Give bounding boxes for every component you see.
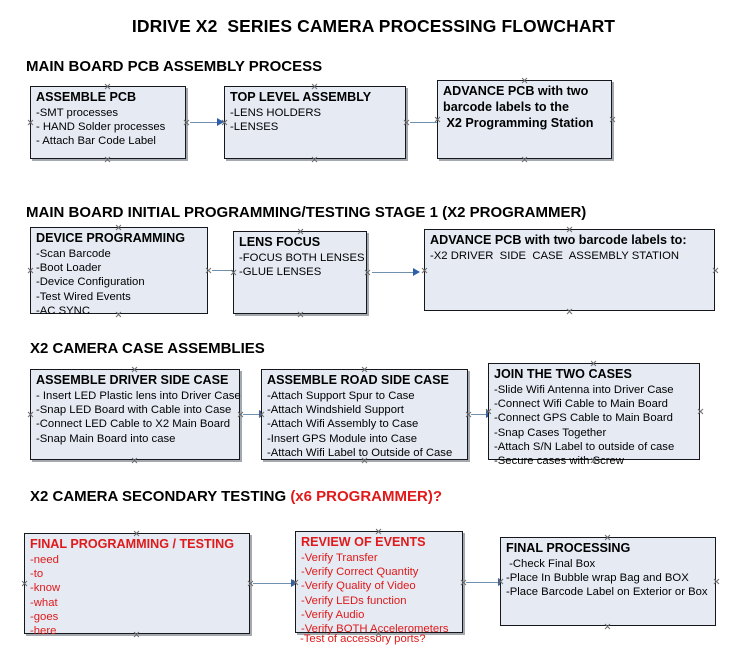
box-line: -know — [30, 582, 61, 595]
box-assemble-pcb[interactable]: ASSEMBLE PCB -SMT processes - HAND Solde… — [30, 86, 186, 159]
box-line: -X2 DRIVER SIDE CASE ASSEMBLY STATION — [430, 250, 680, 262]
box-line: -Verify Transfer — [301, 552, 378, 564]
box-line: -Device Configuration — [36, 276, 145, 289]
box-line: - HAND Solder processes — [36, 121, 166, 134]
box-review-of-events-overflow-line: -Test of accessory ports? — [300, 633, 426, 645]
arrow-assemble-pcb-to-top-level — [190, 118, 224, 127]
box-title: ASSEMBLE PCB — [36, 90, 137, 104]
box-line: -Attach Windshield Support — [267, 404, 404, 417]
box-line: -Attach S/N Label to outside of case — [494, 440, 675, 453]
box-line: -Attach Support Spur to Case — [267, 390, 415, 402]
box-title: LENS FOCUS — [239, 235, 321, 249]
box-top-level-assembly[interactable]: TOP LEVEL ASSEMBLY -LENS HOLDERS -LENSES — [224, 86, 406, 159]
box-line: -Place Barcode Label on Exterior or Box — [506, 586, 708, 599]
section-header-4-accent: (x6 PROGRAMMER)? — [290, 488, 442, 505]
box-title: REVIEW OF EVENTS — [301, 535, 426, 549]
arrow-lens-focus-to-advance-pcb — [372, 268, 422, 277]
box-line: -Scan Barcode — [36, 248, 111, 260]
section-header-4: X2 CAMERA SECONDARY TESTING (x6 PROGRAMM… — [30, 488, 442, 505]
box-title: DEVICE PROGRAMMING — [36, 231, 186, 245]
box-line: -AC SYNC — [36, 304, 90, 317]
box-line: -to — [30, 568, 44, 581]
box-line: -Attach Wifi Assembly to Case — [267, 418, 419, 431]
box-line: -Test Wired Events — [36, 290, 131, 303]
box-title: JOIN THE TWO CASES — [494, 367, 632, 381]
box-line: -Check Final Box — [506, 558, 596, 570]
box-line: - Attach Bar Code Label — [36, 135, 156, 148]
box-device-programming[interactable]: DEVICE PROGRAMMING -Scan Barcode -Boot L… — [30, 227, 208, 317]
box-line: -Verify LEDs function — [301, 594, 407, 607]
box-line: -Connect LED Cable to X2 Main Board — [36, 418, 231, 431]
box-line: -Snap Cases Together — [494, 426, 607, 439]
section-header-3-text: X2 CAMERA CASE ASSEMBLIES — [30, 340, 265, 357]
box-line: -Slide Wifi Antenna into Driver Case — [494, 384, 674, 396]
section-header-2: MAIN BOARD INITIAL PROGRAMMING/TESTING S… — [26, 204, 586, 221]
box-advance-pcb-driver-side-station[interactable]: ADVANCE PCB with two barcode labels to: … — [424, 229, 715, 311]
box-line: -Place In Bubble wrap Bag and BOX — [506, 572, 689, 585]
box-line: -GLUE LENSES — [239, 266, 322, 279]
box-title: ASSEMBLE DRIVER SIDE CASE — [36, 373, 229, 387]
box-title: FINAL PROGRAMMING / TESTING — [30, 537, 235, 551]
box-assemble-driver-side-case[interactable]: ASSEMBLE DRIVER SIDE CASE - Insert LED P… — [30, 369, 241, 460]
box-line: -Secure cases with Screw — [494, 455, 624, 468]
box-title: ADVANCE PCB with two — [443, 84, 589, 98]
box-title: TOP LEVEL ASSEMBLY — [230, 90, 372, 104]
box-line: -Attach Wifi Label to Outside of Case — [267, 446, 453, 459]
box-line: -Insert GPS Module into Case — [267, 432, 418, 445]
box-line: -what — [30, 596, 58, 609]
box-line: -Verify BOTH Accelerometers — [301, 623, 449, 636]
box-assemble-road-side-case[interactable]: ASSEMBLE ROAD SIDE CASE -Attach Support … — [261, 369, 468, 460]
arrow-final-programming-to-review-events — [253, 579, 299, 588]
box-join-the-two-cases[interactable]: JOIN THE TWO CASES -Slide Wifi Antenna i… — [488, 363, 700, 467]
section-header-2-text: MAIN BOARD INITIAL PROGRAMMING/TESTING S… — [26, 204, 587, 221]
box-line: -Snap LED Board with Cable into Case — [36, 404, 232, 417]
box-line: X2 Programming Station — [443, 116, 594, 130]
box-title: FINAL PROCESSING — [506, 541, 631, 555]
box-line: -SMT processes — [36, 107, 119, 119]
box-line: - Insert LED Plastic lens into Driver Ca… — [36, 390, 241, 402]
box-line: -Verify Quality of Video — [301, 580, 416, 593]
section-header-4-text: X2 CAMERA SECONDARY TESTING — [30, 488, 291, 505]
box-final-programming-testing[interactable]: FINAL PROGRAMMING / TESTING -need -to -k… — [24, 533, 250, 637]
box-line: -Snap Main Board into case — [36, 432, 176, 445]
box-line: -LENS HOLDERS — [230, 107, 322, 119]
box-line: -Verify Audio — [301, 608, 365, 621]
box-line: -Verify Correct Quantity — [301, 566, 419, 579]
box-line: -Connect GPS Cable to Main Board — [494, 412, 673, 425]
box-title: ADVANCE PCB with two barcode labels to: — [430, 233, 687, 247]
box-line: -need — [30, 554, 59, 566]
box-line: -here — [30, 625, 57, 638]
box-line: barcode labels to the — [443, 100, 569, 114]
section-header-3: X2 CAMERA CASE ASSEMBLIES — [30, 340, 265, 357]
section-header-1: MAIN BOARD PCB ASSEMBLY PROCESS — [26, 58, 322, 75]
box-lens-focus[interactable]: LENS FOCUS -FOCUS BOTH LENSES -GLUE LENS… — [233, 231, 367, 314]
box-line: -Connect Wifi Cable to Main Board — [494, 398, 668, 411]
box-final-processing[interactable]: FINAL PROCESSING -Check Final Box -Place… — [500, 537, 716, 626]
box-line: -LENSES — [230, 121, 279, 134]
box-line: -FOCUS BOTH LENSES — [239, 252, 365, 264]
box-line: -goes — [30, 610, 59, 623]
box-review-of-events[interactable]: REVIEW OF EVENTS -Verify Transfer -Verif… — [295, 531, 463, 636]
section-header-1-text: MAIN BOARD PCB ASSEMBLY PROCESS — [26, 58, 323, 75]
page-title: IDRIVE X2 SERIES CAMERA PROCESSING FLOWC… — [131, 16, 616, 36]
box-line: -Boot Loader — [36, 262, 102, 275]
box-advance-pcb-programming-station[interactable]: ADVANCE PCB with two barcode labels to t… — [437, 80, 612, 159]
box-title: ASSEMBLE ROAD SIDE CASE — [267, 373, 449, 387]
